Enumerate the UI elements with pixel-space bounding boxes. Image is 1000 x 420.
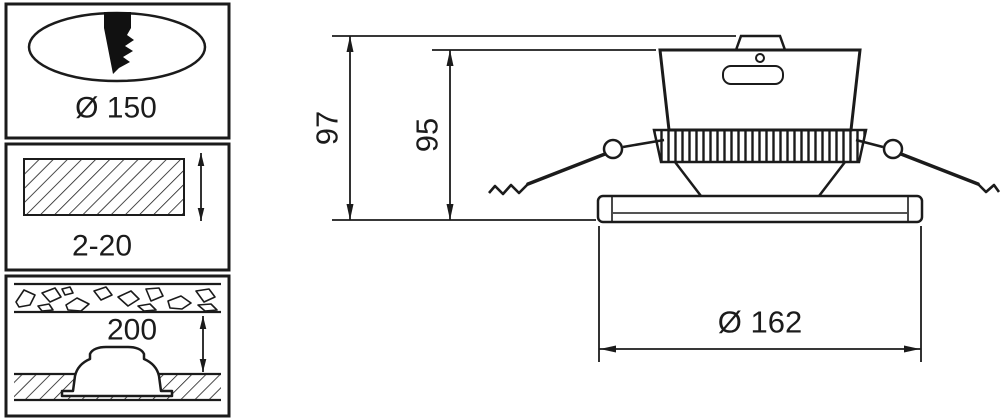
fixture-side-view bbox=[488, 34, 1000, 224]
reflector-left-edge bbox=[674, 161, 702, 197]
thickness-label: 2-20 bbox=[72, 230, 132, 263]
screw-icon bbox=[755, 53, 765, 63]
heatsink-fins bbox=[652, 128, 868, 164]
dimension-95: 95 bbox=[410, 49, 656, 220]
aggregate-texture bbox=[14, 282, 221, 314]
terminal-cover bbox=[722, 65, 784, 85]
depth-arrow bbox=[199, 316, 207, 372]
left-spring-coil bbox=[488, 183, 529, 196]
trim-bezel bbox=[596, 194, 924, 224]
connector-bump bbox=[734, 34, 787, 52]
recess-height-label: 95 bbox=[410, 118, 445, 152]
thickness-range-arrow bbox=[197, 153, 205, 221]
left-spring-clip bbox=[488, 138, 665, 196]
right-spring-coil bbox=[977, 183, 1000, 194]
thickness-panel: 2-20 bbox=[4, 142, 231, 272]
right-spring-clip bbox=[855, 138, 1000, 194]
dimension-162: Ø 162 bbox=[598, 226, 922, 362]
dimension-97: 97 bbox=[310, 35, 736, 221]
depth-label: 200 bbox=[107, 314, 157, 347]
cutout-diameter-label: Ø 150 bbox=[75, 92, 157, 125]
depth-panel: 200 bbox=[4, 274, 231, 418]
overall-height-label: 97 bbox=[310, 111, 345, 145]
reflector-right-edge bbox=[818, 161, 846, 197]
recessed-housing-icon bbox=[60, 345, 174, 398]
ceiling-hatch-icon bbox=[23, 158, 185, 216]
hole-saw-icon bbox=[27, 11, 207, 83]
cutout-panel: Ø 150 bbox=[4, 2, 231, 140]
flange-diameter-label: Ø 162 bbox=[718, 305, 802, 340]
